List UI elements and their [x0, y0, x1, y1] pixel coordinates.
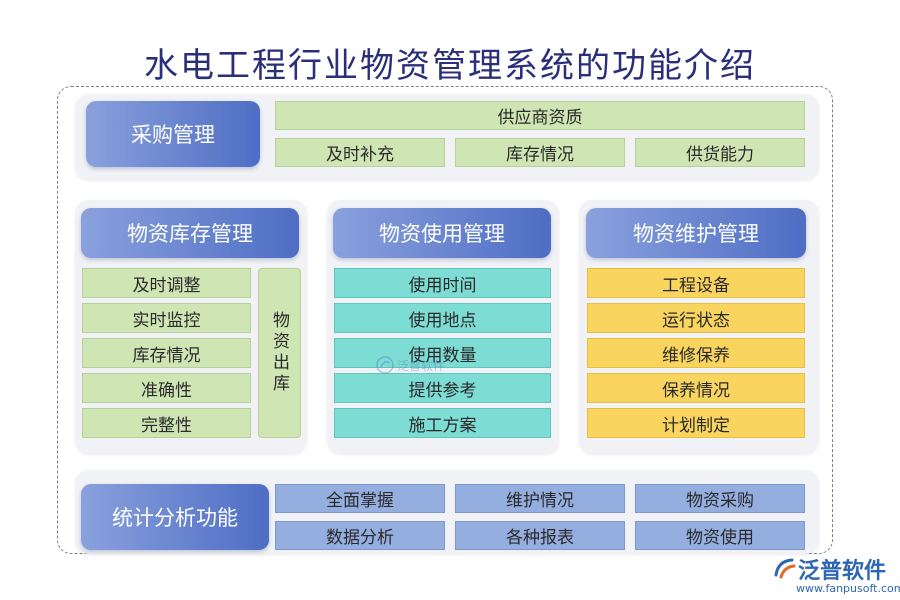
- statistics-item-2: 维护情况: [455, 484, 625, 513]
- usage-item-4: 提供参考: [334, 373, 551, 403]
- inventory-item-3: 库存情况: [82, 338, 251, 368]
- procurement-item-2: 库存情况: [455, 138, 625, 167]
- maintenance-item-2: 运行状态: [587, 303, 805, 333]
- brand-logo: 泛普软件 www.fanpusoft.com: [772, 553, 900, 598]
- procurement-item-1: 及时补充: [275, 138, 445, 167]
- statistics-item-6: 物资使用: [635, 521, 805, 550]
- maintenance-header: 物资维护管理: [586, 208, 806, 258]
- inventory-side-cell: 物资出库: [258, 268, 301, 438]
- statistics-item-4: 数据分析: [275, 521, 445, 550]
- procurement-header: 采购管理: [86, 101, 260, 167]
- inventory-item-1: 及时调整: [82, 268, 251, 298]
- statistics-item-5: 各种报表: [455, 521, 625, 550]
- inventory-header: 物资库存管理: [81, 208, 299, 258]
- inventory-item-4: 准确性: [82, 373, 251, 403]
- usage-item-1: 使用时间: [334, 268, 551, 298]
- brand-name: 泛普软件: [798, 559, 887, 584]
- watermark: 泛普软件: [376, 356, 445, 374]
- statistics-item-1: 全面掌握: [275, 484, 445, 513]
- watermark-logo-icon: [376, 356, 394, 374]
- procurement-top-cell: 供应商资质: [275, 101, 805, 130]
- usage-item-3: 使用数量: [334, 338, 551, 368]
- maintenance-item-4: 保养情况: [587, 373, 805, 403]
- maintenance-item-5: 计划制定: [587, 408, 805, 438]
- usage-item-5: 施工方案: [334, 408, 551, 438]
- inventory-item-5: 完整性: [82, 408, 251, 438]
- maintenance-item-1: 工程设备: [587, 268, 805, 298]
- statistics-item-3: 物资采购: [635, 484, 805, 513]
- brand-url: www.fanpusoft.com: [796, 582, 900, 595]
- page-title: 水电工程行业物资管理系统的功能介绍: [144, 46, 756, 86]
- usage-item-2: 使用地点: [334, 303, 551, 333]
- watermark-text: 泛普软件: [397, 358, 446, 373]
- procurement-item-3: 供货能力: [635, 138, 805, 167]
- inventory-item-2: 实时监控: [82, 303, 251, 333]
- maintenance-item-3: 维修保养: [587, 338, 805, 368]
- brand-logo-icon: [774, 558, 796, 579]
- usage-header: 物资使用管理: [333, 208, 551, 258]
- statistics-header: 统计分析功能: [81, 484, 269, 550]
